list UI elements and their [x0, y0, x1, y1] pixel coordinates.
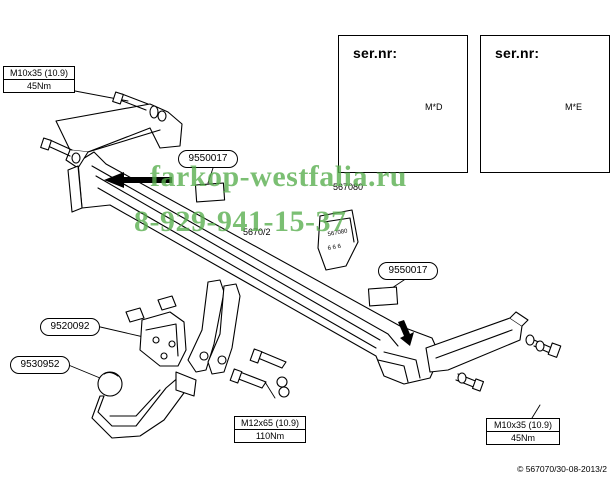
part-label-bracket: 9520092 — [40, 318, 100, 336]
right-bolts — [455, 334, 562, 392]
bolt-spec: M12x65 (10.9) — [235, 417, 305, 430]
ball-bracket — [125, 295, 187, 367]
torque-value: 45Nm — [510, 433, 535, 443]
leader-lines — [65, 90, 541, 419]
watermark-site: farkop-westfalia.ru — [150, 160, 407, 193]
tow-ball — [91, 371, 197, 439]
part-label-ball: 9530952 — [10, 356, 70, 374]
part-label-sticker-right: 9550017 — [378, 262, 438, 280]
torque-value: 110Nm — [255, 431, 285, 441]
serial-number-label: ser.nr: — [353, 45, 398, 61]
plate-mark: M*E — [565, 102, 583, 112]
id-plate: 567080 6 6 6 — [317, 209, 359, 271]
warning-box-right: ser.nr: M*E — [480, 35, 610, 173]
cross-beam — [77, 151, 441, 385]
torque-box-left-bolts: M10x35 (10.9) 45Nm — [3, 66, 75, 93]
bolt-spec: M10x35 (10.9) — [4, 67, 74, 80]
svg-text:6 6 6: 6 6 6 — [327, 244, 342, 252]
part-label-sticker-left: 9550017 — [178, 150, 238, 168]
left-bolts — [40, 91, 167, 164]
plate-mark: M*D — [425, 102, 443, 112]
warning-box-left: ser.nr: M*D — [338, 35, 468, 173]
plate-code-label: 567080 — [333, 182, 364, 192]
arrows — [104, 172, 414, 346]
torque-box-center-bolts: M12x65 (10.9) 110Nm — [234, 416, 306, 443]
center-bolts — [229, 348, 290, 398]
watermark-phone: 8-929-941-15-37 — [134, 205, 347, 238]
torque-box-right-bolts: M10x35 (10.9) 45Nm — [486, 418, 560, 445]
torque-value: 45Nm — [26, 81, 51, 91]
bolt-spec: M10x35 (10.9) — [487, 419, 559, 432]
stickers — [194, 182, 399, 307]
right-side-arm — [425, 311, 529, 373]
center-brackets — [187, 279, 241, 375]
center-code-label: 5670/2 — [243, 227, 271, 237]
serial-number-label: ser.nr: — [495, 45, 540, 61]
copyright-footer: © 567070/30-08-2013/2 — [517, 464, 607, 474]
svg-text:567080: 567080 — [327, 228, 348, 238]
